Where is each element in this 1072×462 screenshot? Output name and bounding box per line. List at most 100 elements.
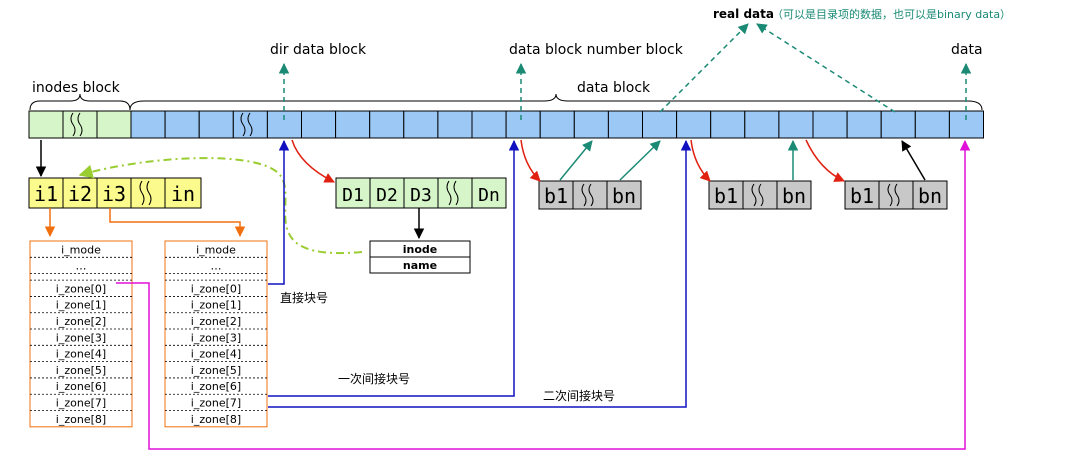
number-block-cell	[844, 180, 880, 210]
number-block-b1: b1	[544, 184, 568, 208]
data-top-label: data	[951, 42, 983, 58]
i-zone-field: i_zone[5]	[191, 364, 241, 377]
number-blocks: b1 bn b1 bn b1 bn	[538, 180, 948, 210]
dir-data-block-label: dir data block	[270, 42, 367, 58]
data-block-cell	[505, 110, 541, 139]
bn-pointer-arrow-3	[901, 140, 926, 181]
direct-block-number-label: 直接块号	[280, 290, 328, 305]
inode-reference-dashed-arrow	[78, 157, 363, 255]
wavy-break-icon	[446, 180, 459, 206]
i-zone-field: i_zone[8]	[191, 413, 241, 426]
block-to-numbers-arrow-1	[520, 139, 541, 182]
i-zone-field: i_zone[2]	[56, 315, 106, 328]
data-block-cell	[778, 110, 814, 139]
inodes-brace	[29, 93, 131, 111]
single-indirect-label: 一次间接块号	[338, 371, 410, 386]
data-block-cell	[607, 110, 644, 139]
i-zone-field: i_zone[4]	[56, 348, 106, 361]
bn-pointer-arrow	[619, 140, 661, 181]
dir-entry-d1: D1	[342, 185, 364, 206]
data-block-cell	[573, 110, 609, 139]
inodes-block-label: inodes block	[32, 80, 121, 96]
data-block-cell	[676, 110, 712, 139]
data-block-cell	[914, 110, 950, 139]
wavy-break-icon	[240, 112, 253, 137]
number-block-cell	[912, 180, 948, 210]
i-mode-field: i_mode	[196, 243, 236, 256]
ellipsis-field: …	[76, 260, 87, 273]
number-block-b1: b1	[850, 184, 874, 208]
i-zone-field: i_zone[1]	[191, 299, 241, 312]
inode-i2: i2	[68, 182, 92, 206]
number-block-bn: bn	[782, 184, 806, 208]
data-block-cell	[335, 110, 371, 139]
wavy-break-icon	[139, 180, 152, 206]
wavy-break-icon	[581, 183, 594, 207]
dir-entry-d2: D2	[376, 185, 398, 206]
inode-list-cell	[130, 177, 166, 209]
inode-i3: i3	[102, 182, 126, 206]
dir-entry-cell	[335, 177, 371, 209]
i-zone-field: i_zone[3]	[191, 331, 241, 344]
wavy-break-icon	[70, 112, 83, 137]
i-zone-field: i_zone[5]	[56, 364, 106, 377]
inode-list-cell	[62, 177, 98, 209]
dir-entry-cell	[471, 177, 507, 209]
data-block-label: data block	[577, 80, 651, 96]
block-to-numbers-arrow-2	[690, 139, 711, 182]
i-zone-field: i_zone[0]	[191, 282, 241, 295]
wavy-break-icon	[70, 112, 253, 137]
izone8-double-indirect-arrow	[268, 139, 692, 408]
number-block-cell	[538, 180, 574, 210]
ellipsis-field: …	[211, 260, 222, 273]
number-block-bn: bn	[918, 184, 942, 208]
data-block-cell	[539, 110, 575, 139]
i-zone-field: i_zone[3]	[56, 331, 106, 344]
number-block-bn: bn	[612, 184, 636, 208]
dir-block-to-entries-arrow	[291, 139, 335, 183]
i-zone-field: i_zone[4]	[191, 348, 241, 361]
double-indirect-label: 二次间接块号	[543, 388, 615, 403]
real-data-dashed-arrow-right	[756, 23, 896, 113]
i-zone-field: i_zone[6]	[191, 380, 241, 393]
data-block-cell	[812, 110, 848, 139]
data-block-cell	[198, 110, 234, 139]
b1-pointer-arrow	[559, 140, 593, 181]
data-block-cell	[369, 110, 405, 139]
number-block-cell	[708, 180, 744, 210]
izone7-single-indirect-arrow	[268, 139, 520, 397]
number-block-b1: b1	[714, 184, 738, 208]
inode-struct-1: i_mode…i_zone[0]i_zone[1]i_zone[2]i_zone…	[29, 240, 133, 428]
number-block-cell	[606, 180, 642, 210]
directory-entries: D1 D2 D3 Dn	[335, 177, 507, 209]
dir-entry-d3: D3	[410, 185, 432, 206]
inode-list-cell	[28, 177, 64, 209]
i3-to-struct-arrow	[109, 208, 246, 238]
i-zone-field: i_zone[7]	[191, 397, 241, 410]
dir-entry-cell	[369, 177, 405, 209]
data-block-number-block-label: data block number block	[509, 42, 684, 58]
data-block-cell	[642, 110, 678, 139]
i-zone-field: i_zone[7]	[56, 397, 106, 410]
data-block-cell	[744, 110, 780, 139]
block-to-numbers-arrow-3	[805, 139, 845, 182]
dir-entry-dn: Dn	[478, 185, 500, 206]
number-block-cell	[776, 180, 812, 210]
data-block-cell	[880, 110, 916, 139]
dir-entry-inode-field: inode	[403, 243, 438, 256]
number-block-2: b1 bn	[708, 180, 812, 210]
inode-in: in	[171, 182, 195, 206]
data-block-cell	[301, 110, 337, 139]
data-block-cell	[130, 110, 166, 139]
data-brace	[129, 93, 983, 111]
dir-entry-name-field: name	[403, 259, 437, 272]
data-block-cell	[403, 110, 439, 139]
number-block-3: b1 bn	[844, 180, 948, 210]
i-mode-field: i_mode	[61, 243, 101, 256]
data-block-cell	[471, 110, 507, 139]
inode-struct-box	[164, 240, 268, 428]
data-block-cell	[846, 110, 882, 139]
real-data-label: real data	[713, 7, 774, 21]
